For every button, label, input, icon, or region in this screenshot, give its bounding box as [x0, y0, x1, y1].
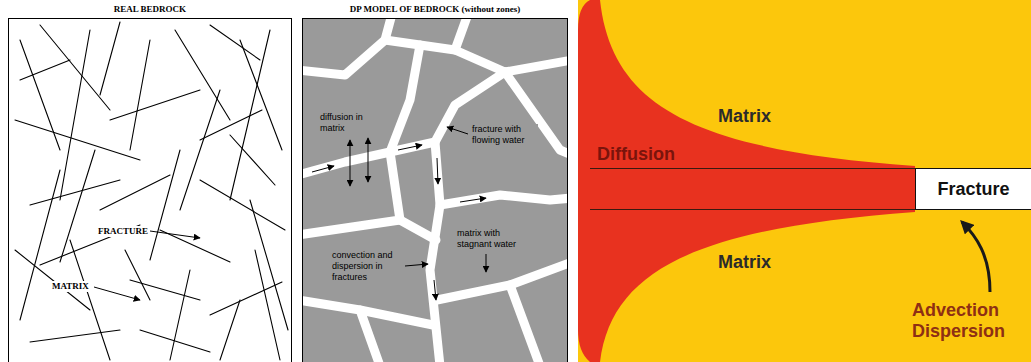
part-label: MATRIX	[50, 281, 91, 292]
fracture-network	[302, 18, 568, 362]
note-label: matrix with stagnant water	[455, 228, 525, 250]
model-panel: DP MODEL OF BEDROCK (without zones)	[302, 18, 568, 362]
fracture-box: Fracture	[915, 168, 1031, 210]
label-text: MATRIX	[52, 281, 89, 291]
process-label: Advection Dispersion	[912, 300, 1012, 341]
note-label: fracture with flowing water	[470, 124, 538, 146]
note-label: convection and dispersion in fractures	[330, 250, 402, 282]
fracture-lines	[15, 22, 288, 360]
region-label: Matrix	[718, 106, 771, 127]
bedrock-panel: REAL BEDROCK	[8, 18, 292, 362]
note-label: diffusion in matrix	[318, 112, 366, 134]
region-label: Matrix	[718, 252, 771, 273]
label-text: matrix with stagnant water	[457, 228, 516, 249]
bedrock-ground	[8, 18, 292, 362]
flow-arrows	[312, 127, 486, 300]
panel-title: DP MODEL OF BEDROCK (without zones)	[350, 4, 520, 14]
leader-arrow	[94, 287, 140, 300]
label-text: diffusion in matrix	[320, 112, 363, 133]
diffusion-halo	[578, 0, 915, 362]
fracture-wall	[590, 168, 915, 169]
label-text: Matrix	[718, 106, 771, 126]
label-text: convection and dispersion in fractures	[332, 250, 393, 282]
fracture-channel	[590, 168, 915, 210]
label-text: Diffusion	[597, 144, 675, 164]
label-text: fracture with flowing water	[472, 124, 525, 145]
flow-arrow	[962, 222, 990, 292]
part-label: FRACTURE	[96, 226, 150, 237]
label-text: Advection Dispersion	[912, 300, 1005, 341]
panel-title: REAL BEDROCK	[114, 4, 186, 14]
panel-title-wrap: REAL BEDROCK	[0, 4, 311, 15]
fracture-wall	[590, 209, 915, 210]
panel-title-wrap: DP MODEL OF BEDROCK (without zones)	[283, 4, 587, 15]
label-text: FRACTURE	[98, 226, 148, 236]
matrix-ground	[578, 0, 1031, 362]
process-label: Diffusion	[597, 144, 675, 165]
box-label: Fracture	[937, 179, 1009, 200]
label-text: Matrix	[718, 252, 771, 272]
leader-arrow	[150, 231, 200, 238]
